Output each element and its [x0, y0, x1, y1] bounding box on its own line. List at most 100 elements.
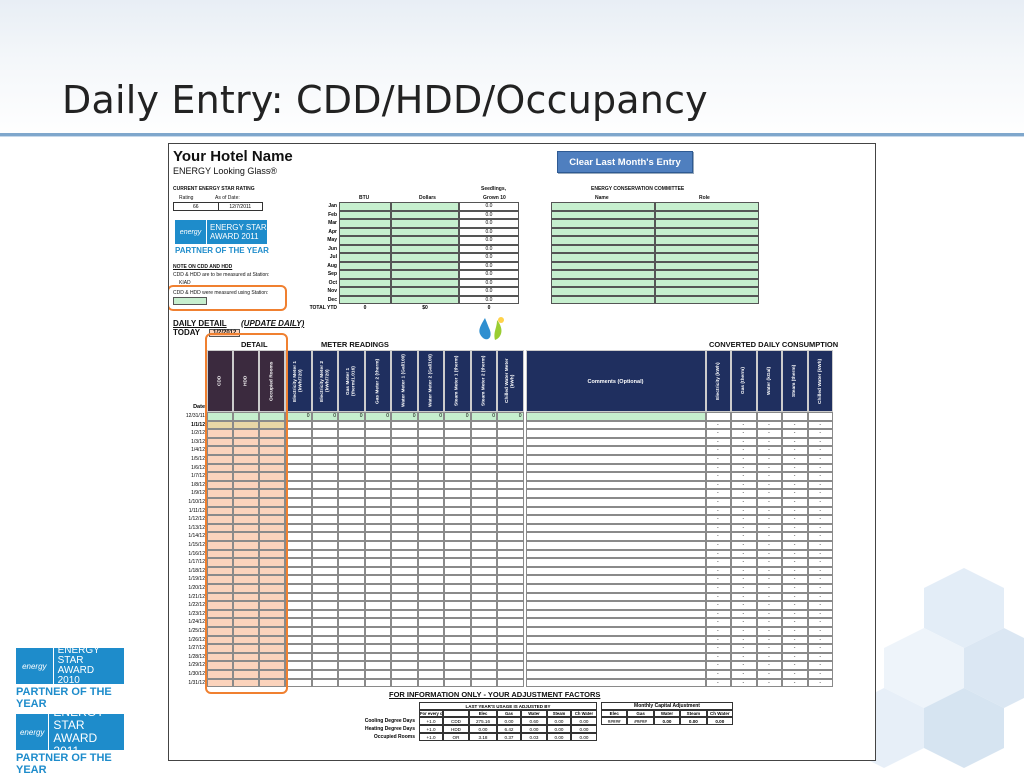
- committee-role-cell[interactable]: [655, 278, 759, 287]
- meter-cell[interactable]: [417, 678, 444, 688]
- meter-cell[interactable]: [391, 515, 418, 524]
- meter-cell[interactable]: [470, 498, 497, 507]
- meter-cell[interactable]: [417, 618, 444, 627]
- committee-role-cell[interactable]: [655, 219, 759, 228]
- meter-cell[interactable]: [311, 541, 338, 550]
- detail-cell[interactable]: [207, 412, 233, 421]
- comment-cell[interactable]: [525, 541, 706, 550]
- meter-cell[interactable]: 0: [497, 412, 524, 421]
- comment-cell[interactable]: [525, 575, 706, 584]
- meter-cell[interactable]: [444, 635, 471, 645]
- meter-cell[interactable]: [497, 455, 524, 464]
- detail-cell[interactable]: [207, 644, 233, 653]
- meter-cell[interactable]: [497, 661, 524, 670]
- comment-cell[interactable]: [525, 489, 706, 498]
- comment-cell[interactable]: [525, 463, 706, 473]
- comment-cell[interactable]: [525, 584, 706, 593]
- detail-cell[interactable]: [207, 437, 233, 447]
- btu-cell[interactable]: [339, 261, 391, 270]
- meter-cell[interactable]: [470, 575, 497, 584]
- meter-cell[interactable]: 0: [444, 412, 471, 421]
- meter-cell[interactable]: [364, 437, 391, 447]
- meter-cell[interactable]: [470, 609, 497, 619]
- detail-cell[interactable]: [233, 437, 259, 447]
- detail-cell[interactable]: [233, 420, 259, 430]
- meter-cell[interactable]: [444, 429, 471, 438]
- meter-cell[interactable]: [470, 670, 497, 679]
- btu-cell[interactable]: [339, 219, 391, 228]
- meter-cell[interactable]: [417, 472, 444, 481]
- meter-cell[interactable]: [285, 455, 312, 464]
- meter-cell[interactable]: [285, 472, 312, 481]
- meter-cell[interactable]: [470, 584, 497, 593]
- meter-cell[interactable]: [444, 601, 471, 610]
- meter-cell[interactable]: [391, 566, 418, 576]
- meter-cell[interactable]: [338, 644, 365, 653]
- detail-cell[interactable]: [259, 661, 285, 670]
- meter-cell[interactable]: [391, 661, 418, 670]
- meter-cell[interactable]: [444, 652, 471, 662]
- meter-cell[interactable]: [470, 558, 497, 567]
- dollars-cell[interactable]: [391, 244, 459, 253]
- meter-cell[interactable]: [364, 480, 391, 490]
- meter-cell[interactable]: [285, 480, 312, 490]
- meter-cell[interactable]: [444, 627, 471, 636]
- meter-cell[interactable]: [444, 609, 471, 619]
- meter-cell[interactable]: [444, 437, 471, 447]
- comment-cell[interactable]: [525, 515, 706, 524]
- btu-cell[interactable]: [339, 244, 391, 253]
- detail-cell[interactable]: [259, 566, 285, 576]
- meter-cell[interactable]: [497, 489, 524, 498]
- detail-cell[interactable]: [207, 420, 233, 430]
- committee-name-cell[interactable]: [551, 295, 655, 304]
- meter-cell[interactable]: [285, 506, 312, 516]
- dollars-cell[interactable]: [391, 227, 459, 236]
- meter-cell[interactable]: [497, 635, 524, 645]
- detail-cell[interactable]: [233, 575, 259, 584]
- dollars-cell[interactable]: [391, 210, 459, 219]
- committee-name-cell[interactable]: [551, 261, 655, 270]
- detail-cell[interactable]: [259, 489, 285, 498]
- meter-cell[interactable]: [497, 575, 524, 584]
- meter-cell[interactable]: [417, 455, 444, 464]
- btu-cell[interactable]: [339, 236, 391, 245]
- meter-cell[interactable]: [364, 618, 391, 627]
- meter-cell[interactable]: [311, 446, 338, 455]
- comment-cell[interactable]: [525, 635, 706, 645]
- meter-cell[interactable]: [417, 429, 444, 438]
- meter-cell[interactable]: [285, 644, 312, 653]
- meter-cell[interactable]: [285, 523, 312, 533]
- detail-cell[interactable]: [233, 661, 259, 670]
- meter-cell[interactable]: [391, 420, 418, 430]
- meter-cell[interactable]: [391, 618, 418, 627]
- committee-name-cell[interactable]: [551, 244, 655, 253]
- meter-cell[interactable]: [311, 566, 338, 576]
- meter-cell[interactable]: [470, 420, 497, 430]
- meter-cell[interactable]: [417, 601, 444, 610]
- meter-cell[interactable]: [497, 437, 524, 447]
- detail-cell[interactable]: [233, 523, 259, 533]
- meter-cell[interactable]: [338, 523, 365, 533]
- detail-cell[interactable]: [259, 420, 285, 430]
- meter-cell[interactable]: [497, 618, 524, 627]
- meter-cell[interactable]: [285, 515, 312, 524]
- meter-cell[interactable]: [338, 678, 365, 688]
- detail-cell[interactable]: [207, 678, 233, 688]
- detail-cell[interactable]: [207, 627, 233, 636]
- meter-cell[interactable]: [311, 635, 338, 645]
- detail-cell[interactable]: [233, 472, 259, 481]
- meter-cell[interactable]: [311, 549, 338, 559]
- meter-cell[interactable]: [338, 652, 365, 662]
- dollars-cell[interactable]: [391, 295, 459, 304]
- meter-cell[interactable]: [391, 532, 418, 541]
- meter-cell[interactable]: [497, 523, 524, 533]
- comment-cell[interactable]: [525, 644, 706, 653]
- meter-cell[interactable]: [338, 618, 365, 627]
- meter-cell[interactable]: [311, 644, 338, 653]
- meter-cell[interactable]: [417, 498, 444, 507]
- detail-cell[interactable]: [259, 575, 285, 584]
- comment-cell[interactable]: [525, 678, 706, 688]
- dollars-cell[interactable]: [391, 253, 459, 262]
- detail-cell[interactable]: [207, 609, 233, 619]
- meter-cell[interactable]: [497, 566, 524, 576]
